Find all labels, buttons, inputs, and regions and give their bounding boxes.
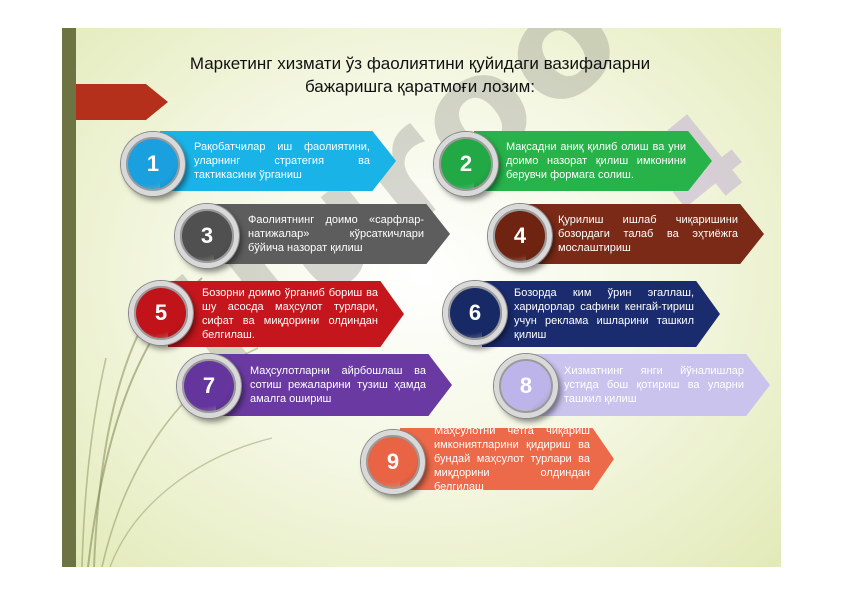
step-1-arrow: Рақобатчилар иш фаолиятини, уларнинг стр… [160,131,396,191]
step-2-text: Мақсадни аниқ қилиб олиш ва уни доимо на… [506,141,686,181]
step-6-number-badge: 6 [443,281,507,345]
red-arrow-decoration [76,84,168,120]
step-4-arrow: Қурилиш ишлаб чиқаришини бозордаги талаб… [526,204,764,264]
step-7-number-badge: 7 [177,354,241,418]
step-3-arrow: Фаолиятнинг доимо «сарфлар-натижалар» кў… [214,204,450,264]
step-5-number-badge: 5 [129,281,193,345]
slide-title: Маркетинг хизмати ўз фаолиятини қуйидаги… [160,52,680,98]
step-8-number-badge: 8 [494,354,558,418]
step-3-number-badge: 3 [175,204,239,268]
step-5-arrow: Бозорни доимо ўрганиб бориш ва шу асосда… [168,281,404,347]
step-6-text: Бозорда ким ўрин эгаллаш, харидорлар саф… [514,287,694,341]
step-4-text: Қурилиш ишлаб чиқаришини бозордаги талаб… [558,214,738,254]
step-9-text: Маҳсулотни четга чиқариш имкониятларини … [434,428,590,490]
step-7-arrow: Маҳсулотларни айрбошлаш ва сотиш режалар… [216,354,452,416]
title-line-1: Маркетинг хизмати ўз фаолиятини қуйидаги… [189,54,651,73]
step-2-number-badge: 2 [434,132,498,196]
step-5-text: Бозорни доимо ўрганиб бориш ва шу асосда… [202,287,378,341]
step-6-arrow: Бозорда ким ўрин эгаллаш, харидорлар саф… [482,281,720,347]
step-8-text: Хизматнинг янги йўналишлар устида бош қо… [564,365,744,405]
step-1-text: Рақобатчилар иш фаолиятини, уларнинг стр… [194,141,370,181]
step-1-number-badge: 1 [121,132,185,196]
step-9-arrow: Маҳсулотни четга чиқариш имкониятларини … [400,428,614,490]
step-3-text: Фаолиятнинг доимо «сарфлар-натижалар» кў… [248,214,424,254]
step-4-number-badge: 4 [488,204,552,268]
step-9-number-badge: 9 [361,430,425,494]
side-bar [62,28,76,567]
title-line-2: бажаришга қаратмоғи лозим: [304,77,536,96]
step-2-arrow: Мақсадни аниқ қилиб олиш ва уни доимо на… [474,131,712,191]
step-7-text: Маҳсулотларни айрбошлаш ва сотиш режалар… [250,365,426,405]
step-8-arrow: Хизматнинг янги йўналишлар устида бош қо… [532,354,770,416]
